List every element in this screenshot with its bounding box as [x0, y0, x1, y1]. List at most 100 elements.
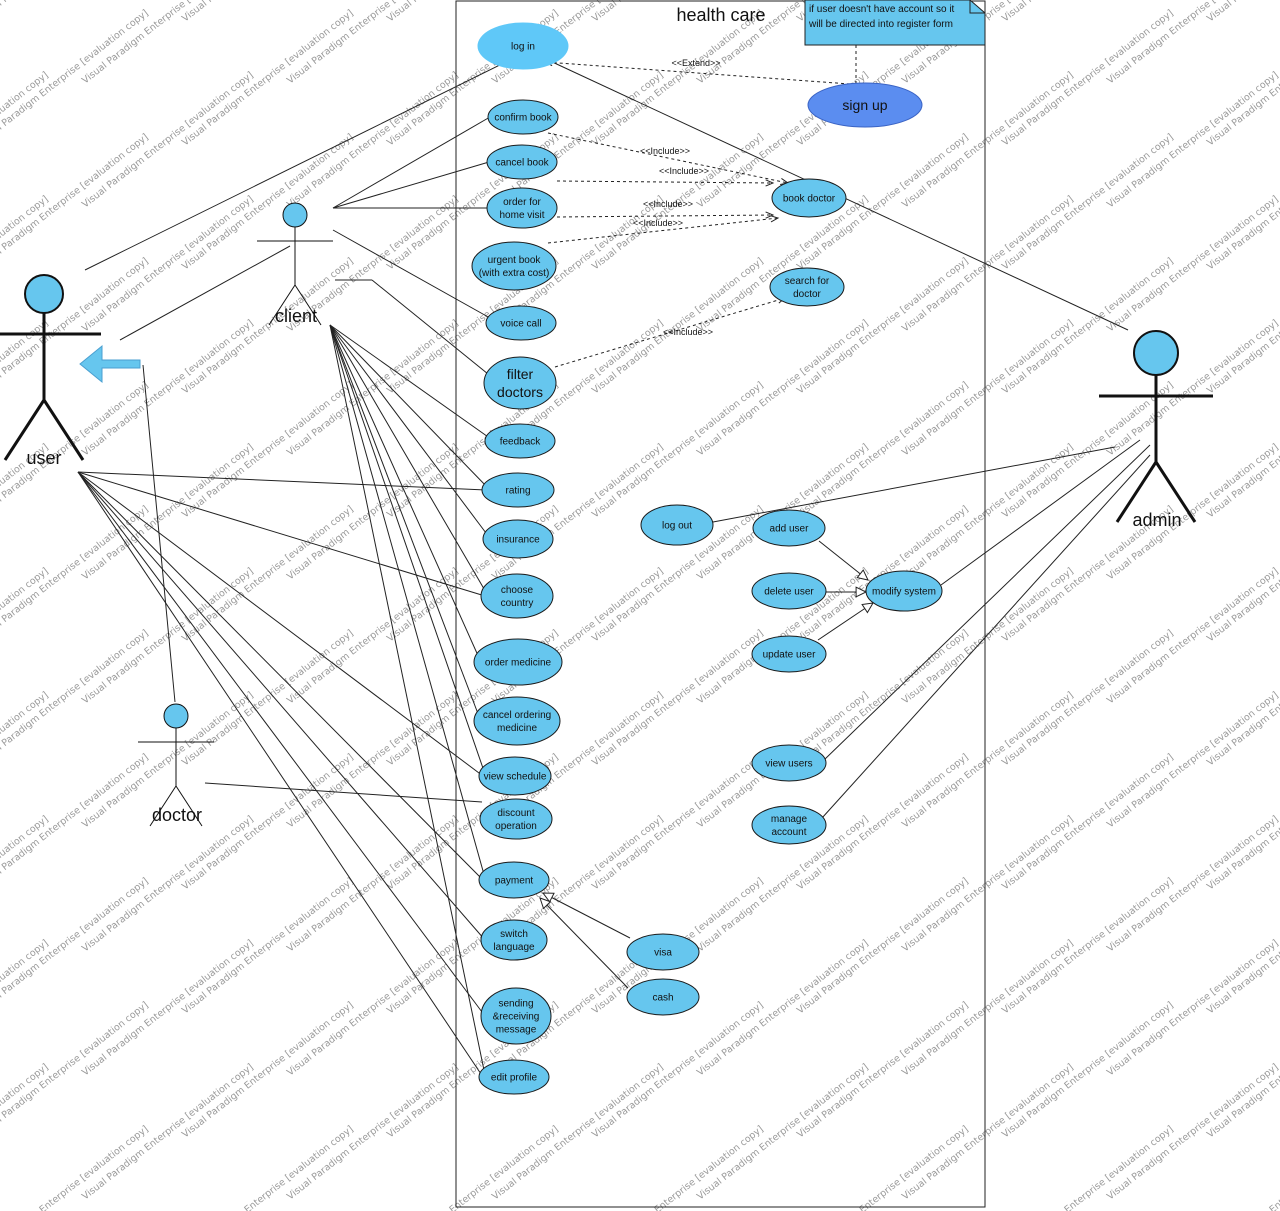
extend-signup-login-line [544, 61, 851, 85]
watermark-text: Visual Paradigm Enterprise [evaluation c… [900, 442, 1076, 583]
use-case-urgent-book[interactable]: urgent book(with extra cost) [471, 241, 557, 291]
use-case-shape[interactable] [751, 805, 827, 845]
use-case-rating[interactable]: rating [481, 472, 555, 508]
use-case-edit-profile[interactable]: edit profile [478, 1059, 550, 1095]
use-case-shape[interactable] [484, 423, 556, 459]
watermark-text: Visual Paradigm Enterprise [evaluation c… [1105, 814, 1280, 955]
assoc-user-choose-country [77, 471, 486, 597]
watermark-text: Visual Paradigm Enterprise [evaluation c… [795, 1000, 971, 1141]
watermark-text: Visual Paradigm Enterprise [evaluation c… [80, 814, 256, 955]
use-case-shape[interactable] [479, 798, 553, 840]
watermark-text: Visual Paradigm Enterprise [evaluation c… [1000, 752, 1176, 893]
use-case-shape[interactable] [626, 933, 700, 971]
use-case-confirm-book[interactable]: confirm book [487, 99, 559, 135]
use-case-label: country [501, 598, 534, 609]
use-case-book-doctor[interactable]: book doctor [771, 178, 847, 218]
assoc-client-filter-doctors [371, 279, 489, 375]
use-case-shape[interactable] [478, 1059, 550, 1095]
use-case-shape[interactable] [769, 267, 845, 307]
use-case-update-user[interactable]: update user [751, 635, 827, 673]
watermark-text: Visual Paradigm Enterprise [evaluation c… [1105, 566, 1280, 707]
watermark-text: Visual Paradigm Enterprise [evaluation c… [180, 132, 356, 273]
use-case-shape[interactable] [626, 978, 700, 1016]
note-line-2: will be directed into register form [808, 19, 953, 30]
use-case-shape[interactable] [487, 99, 559, 135]
use-case-label: rating [505, 486, 530, 497]
use-case-shape[interactable] [480, 919, 548, 961]
use-case-shape[interactable] [473, 638, 563, 686]
watermark-text: Visual Paradigm Enterprise [evaluation c… [180, 1000, 356, 1141]
use-case-shape[interactable] [751, 572, 827, 610]
assoc-client-insurance [329, 324, 490, 538]
actor-client: client [257, 202, 333, 326]
use-case-sign-up[interactable]: sign up [807, 82, 923, 128]
use-case-filter-doctors[interactable]: filter doctors [483, 356, 557, 410]
assoc-client-view-schedule [329, 324, 486, 775]
watermark-text: Visual Paradigm Enterprise [evaluation c… [80, 70, 256, 211]
watermark-text: Visual Paradigm Enterprise [evaluation c… [1105, 690, 1280, 831]
gen-add-user-line [818, 540, 869, 581]
use-case-shape[interactable] [751, 744, 827, 782]
use-case-view-schedule[interactable]: view schedule [478, 756, 552, 796]
use-case-shape[interactable] [471, 241, 557, 291]
use-case-shape[interactable] [478, 756, 552, 796]
use-case-voice-call[interactable]: voice call [485, 305, 557, 341]
watermark-text: Visual Paradigm Enterprise [evaluation c… [900, 690, 1076, 831]
user-leg-right-icon [42, 399, 85, 461]
use-case-log-out[interactable]: log out [640, 504, 714, 546]
use-case-shape[interactable] [480, 573, 554, 619]
use-case-add-user[interactable]: add user [752, 509, 826, 547]
use-case-modify-system[interactable]: modify system [865, 570, 943, 612]
use-case-shape[interactable] [483, 356, 557, 410]
use-case-feedback[interactable]: feedback [484, 423, 556, 459]
watermark-text: Visual Paradigm Enterprise [evaluation c… [900, 814, 1076, 955]
use-case-shape[interactable] [482, 519, 554, 559]
use-case-delete-user[interactable]: delete user [751, 572, 827, 610]
use-case-visa[interactable]: visa [626, 933, 700, 971]
use-case-shape[interactable] [481, 472, 555, 508]
use-case-shape[interactable] [640, 504, 714, 546]
use-case-view-users[interactable]: view users [751, 744, 827, 782]
use-case-label: view users [765, 759, 812, 770]
use-case-shape[interactable] [478, 861, 550, 899]
watermark-text: Visual Paradigm Enterprise [evaluation c… [80, 442, 256, 583]
use-case-shape[interactable] [486, 144, 558, 180]
use-case-label: log out [662, 521, 692, 532]
use-case-label: filter [507, 366, 534, 382]
use-case-shape[interactable] [473, 696, 561, 746]
use-case-label: update user [763, 650, 816, 661]
watermark-text: Visual Paradigm Enterprise [evaluation c… [1000, 628, 1176, 769]
use-case-label: book doctor [783, 194, 836, 205]
use-case-cash[interactable]: cash [626, 978, 700, 1016]
use-case-label: order for [503, 197, 541, 208]
use-case-insurance[interactable]: insurance [482, 519, 554, 559]
use-case-cancel-book[interactable]: cancel book [486, 144, 558, 180]
use-case-shape[interactable] [771, 178, 847, 218]
use-case-shape[interactable] [751, 635, 827, 673]
use-case-order-medicine[interactable]: order medicine [473, 638, 563, 686]
use-case-payment[interactable]: payment [478, 861, 550, 899]
use-case-shape[interactable] [752, 509, 826, 547]
use-case-shape[interactable] [486, 187, 558, 229]
use-case-label: urgent book [488, 255, 542, 266]
watermark-text: Visual Paradigm Enterprise [evaluation c… [695, 1062, 871, 1203]
use-case-shape[interactable] [865, 570, 943, 612]
use-case-log-in[interactable]: log in [477, 22, 569, 70]
use-case-shape[interactable] [477, 22, 569, 70]
use-case-label: discount [497, 808, 534, 819]
use-case-shape[interactable] [480, 987, 552, 1045]
use-case-shape[interactable] [807, 82, 923, 128]
watermark-text: Visual Paradigm Enterprise [evaluation c… [1000, 0, 1176, 24]
use-case-shape[interactable] [485, 305, 557, 341]
use-case-label: doctors [497, 384, 543, 400]
use-case-label: add user [770, 524, 810, 535]
